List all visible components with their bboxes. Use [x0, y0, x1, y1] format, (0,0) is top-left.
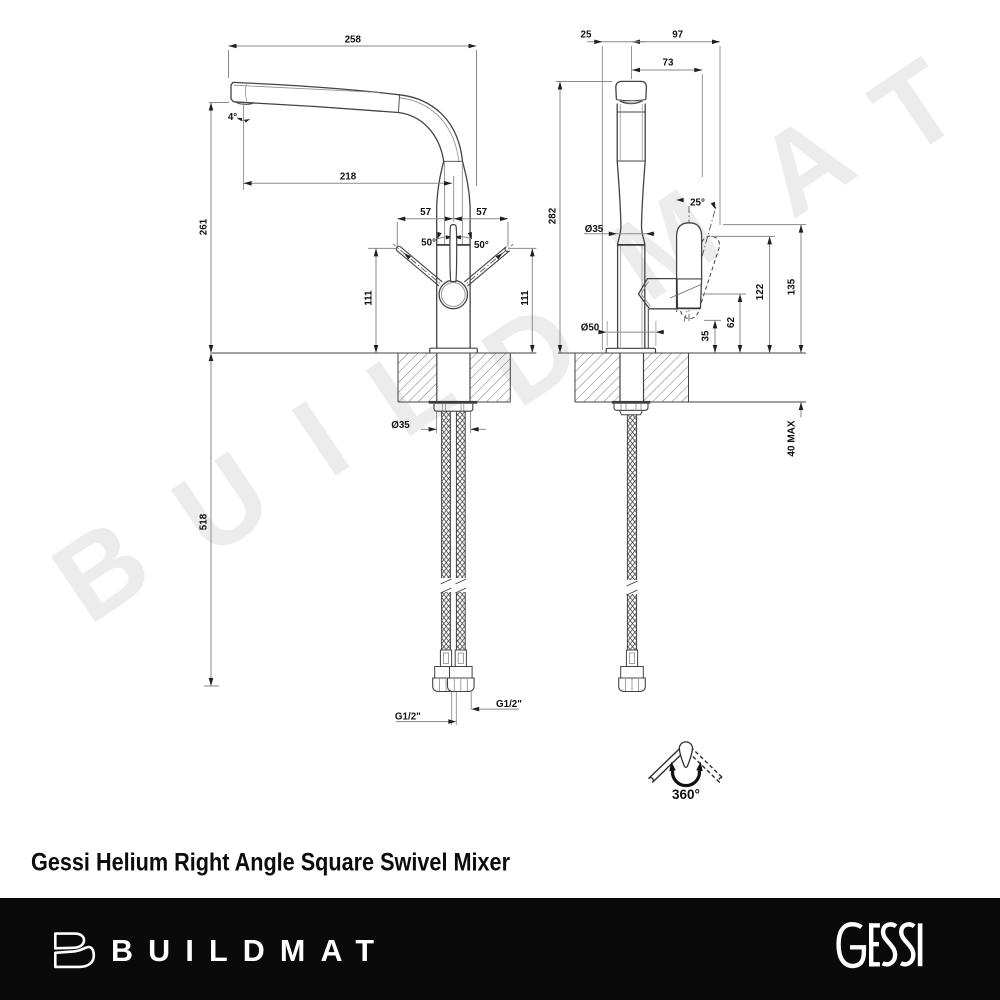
svg-text:261: 261: [199, 218, 210, 235]
svg-text:G1/2": G1/2": [496, 699, 522, 710]
svg-text:25°: 25°: [690, 198, 705, 209]
svg-text:Ø35: Ø35: [391, 420, 410, 431]
svg-text:73: 73: [663, 58, 674, 69]
svg-text:122: 122: [755, 283, 766, 300]
svg-text:57: 57: [476, 207, 487, 218]
svg-text:111: 111: [364, 290, 375, 306]
svg-text:360°: 360°: [672, 787, 700, 802]
svg-text:62: 62: [726, 317, 737, 328]
svg-text:35: 35: [701, 330, 712, 341]
svg-text:218: 218: [340, 172, 357, 183]
svg-text:111: 111: [520, 290, 531, 306]
svg-text:25: 25: [581, 30, 592, 41]
svg-text:Ø50: Ø50: [581, 323, 600, 334]
svg-text:4°: 4°: [228, 112, 237, 123]
svg-text:57: 57: [420, 207, 431, 218]
svg-text:Gessi Helium Right Angle Squar: Gessi Helium Right Angle Square Swivel M…: [31, 849, 510, 877]
svg-text:258: 258: [345, 35, 362, 46]
svg-text:50°: 50°: [421, 237, 436, 248]
svg-text:135: 135: [787, 278, 798, 295]
svg-text:G1/2": G1/2": [395, 712, 421, 723]
svg-text:518: 518: [199, 513, 210, 530]
svg-text:282: 282: [548, 207, 559, 224]
svg-text:BUILDMAT: BUILDMAT: [111, 934, 374, 968]
svg-text:50°: 50°: [474, 240, 489, 251]
svg-text:40 MAX: 40 MAX: [787, 420, 798, 456]
svg-text:97: 97: [672, 30, 683, 41]
svg-text:Ø35: Ø35: [585, 224, 604, 235]
